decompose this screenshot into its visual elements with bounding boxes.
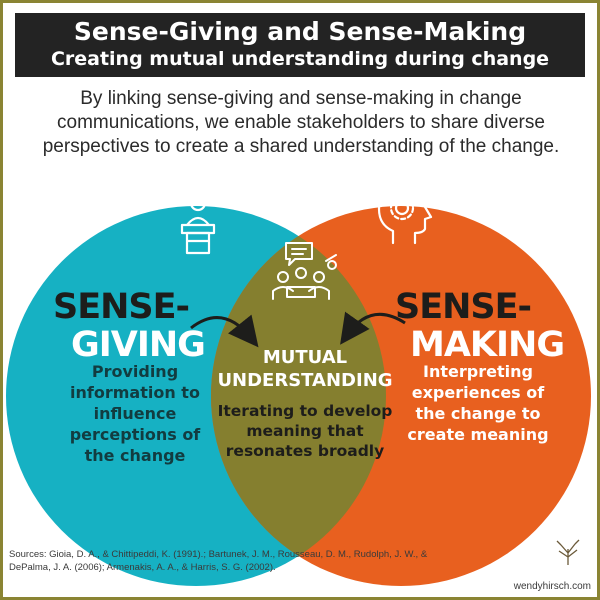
sense-making-line1: SENSE- [395,287,532,327]
speaker-podium-icon [180,194,216,255]
sense-giving-line2: GIVING [71,325,206,365]
left-arrow [190,314,259,348]
intro-text: By linking sense-giving and sense-making… [42,88,560,157]
page-title: Sense-Giving and Sense-Making [73,17,527,46]
title-banner: Sense-Giving and Sense-Making Creating m… [15,13,585,77]
sense-making-title: SENSE- MAKING [395,288,570,364]
sense-giving-title: SENSE- GIVING [53,287,206,365]
mutual-title-line2: UNDERSTANDING [217,370,393,391]
mutual-understanding-title: MUTUAL UNDERSTANDING [215,346,395,392]
head-gear-icon [377,185,433,245]
mutual-title-line1: MUTUAL [262,347,348,368]
right-arrow [340,311,406,345]
sense-giving-description: Providing information to influence perce… [69,362,201,465]
website-link[interactable]: wendyhirsch.com [513,581,591,592]
sources-citation: Sources: Gioia, D. A., & Chittipeddi, K.… [9,549,428,573]
sense-making-line2: MAKING [410,325,565,365]
group-conversation-icon [272,242,337,300]
sense-giving-line1: SENSE- [53,287,190,327]
logo-tree [556,539,580,565]
page-subtitle: Creating mutual understanding during cha… [50,48,550,70]
venn-diagram [6,185,591,586]
sense-making-description: Interpreting experiences of the change t… [407,362,549,444]
mutual-understanding-description: Iterating to develop meaning that resona… [217,402,393,460]
mutual-understanding-overlap [211,206,386,586]
